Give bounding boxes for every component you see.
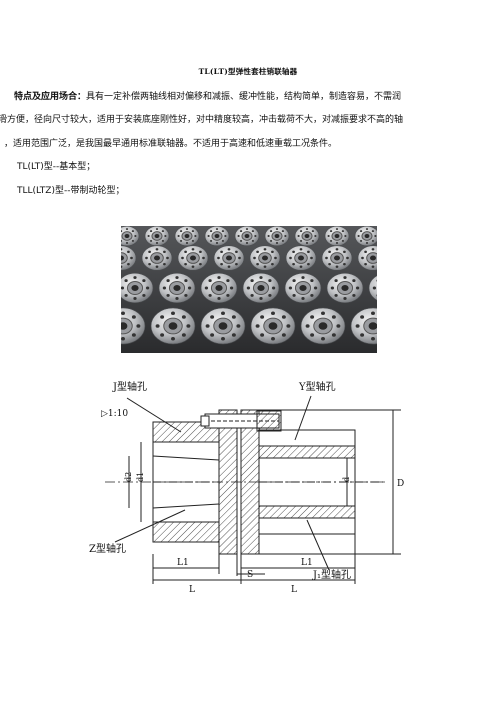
product-photo — [121, 226, 377, 353]
dim-L-right: L — [291, 585, 297, 595]
flange-disc — [321, 245, 353, 271]
coupling-drawing: J型轴孔 Y型轴孔 Z型轴孔 J₁型轴孔 ▷1:10 d2 d1 d D L1 … — [89, 380, 404, 595]
flange-disc — [294, 226, 320, 247]
flange-disc — [144, 226, 170, 247]
paragraph-line-2: 滑方便，径向尺寸较大，适用于安装底座刚性好，对中精度较高，冲击载荷不大，对减振要… — [0, 115, 404, 125]
flange-disc — [121, 245, 137, 271]
dim-L-left: L — [189, 585, 195, 595]
dim-d: d — [342, 477, 351, 482]
dim-D: D — [397, 479, 404, 489]
flange-disc — [357, 245, 377, 271]
flange-disc — [174, 226, 200, 247]
label-z-bore: Z型轴孔 — [89, 542, 126, 555]
flange-disc — [121, 307, 146, 345]
flange-disc — [141, 245, 173, 271]
flange-disc — [177, 245, 209, 271]
paragraph-lead: 特点及应用场合： — [14, 92, 87, 102]
flange-disc — [300, 307, 346, 345]
dim-d1: d1 — [136, 472, 145, 482]
flange-disc — [121, 226, 140, 247]
flange-disc — [150, 307, 196, 345]
flange-disc — [249, 245, 281, 271]
label-j1-bore: J₁型轴孔 — [312, 568, 351, 581]
page-title: TL(LT)型弹性套柱销联轴器 — [198, 67, 298, 76]
type-brake-wheel: TLL(LTZ)型--带制动轮型； — [17, 186, 125, 196]
flange-disc — [250, 307, 296, 345]
flange-disc — [158, 272, 196, 304]
flange-disc — [242, 272, 280, 304]
flange-disc — [368, 275, 377, 301]
type-basic: TL(LT)型--基本型； — [17, 162, 96, 172]
flange-disc — [204, 226, 230, 247]
elastic-sleeve — [256, 410, 282, 432]
flange-disc — [234, 226, 260, 247]
flange-disc — [284, 272, 322, 304]
flange-disc — [324, 226, 350, 247]
taper-ratio: ▷1:10 — [101, 409, 128, 419]
flange-disc — [213, 245, 245, 271]
flange-disc — [354, 226, 377, 247]
coupling-flanges-image — [121, 226, 377, 353]
flange-disc — [350, 307, 377, 345]
dim-S: S — [247, 570, 253, 580]
paragraph-line-1: 特点及应用场合：具有一定补偿两轴线相对偏移和减振、缓冲性能，结构简单，制造容易，… — [14, 89, 401, 102]
paragraph-text: 具有一定补偿两轴线相对偏移和减振、缓冲性能，结构简单，制造容易，不需润 — [86, 92, 402, 102]
flange-disc — [121, 272, 154, 304]
dim-L1-right: L1 — [301, 558, 313, 568]
flange-disc — [285, 245, 317, 271]
flange-disc — [200, 272, 238, 304]
dim-L1-left: L1 — [177, 558, 189, 568]
label-y-bore: Y型轴孔 — [298, 380, 336, 393]
flange-disc — [264, 226, 290, 247]
dim-d2-left: d2 — [124, 472, 133, 482]
flange-disc — [200, 307, 246, 345]
flange-disc — [326, 272, 364, 304]
paragraph-line-3: ，适用范围广泛，是我国最早通用标准联轴器。不适用于高速和低速重载工况条件。 — [4, 139, 338, 149]
label-j-bore: J型轴孔 — [112, 380, 147, 393]
